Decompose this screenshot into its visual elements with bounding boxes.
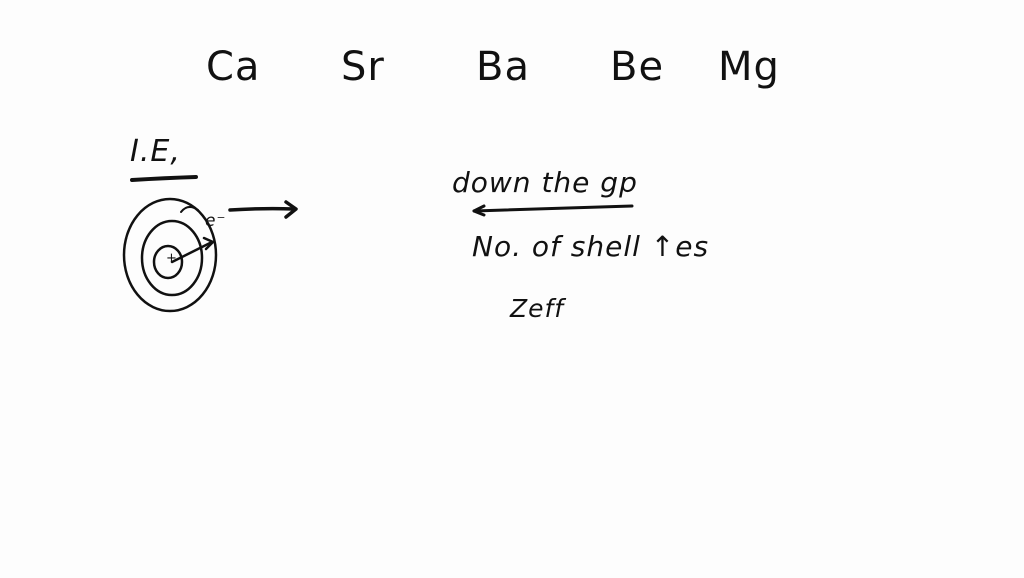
electron-label: e⁻ [205, 211, 227, 231]
zeff-note: Zeff [510, 294, 565, 323]
element-beryllium: Be [610, 44, 665, 90]
inner-shell [152, 244, 184, 280]
atom-diagram [122, 197, 218, 313]
element-barium: Ba [476, 44, 530, 90]
trend-underline [472, 204, 634, 213]
element-magnesium: Mg [718, 44, 780, 90]
trend-arrowhead [472, 204, 486, 217]
element-calcium: Ca [206, 44, 261, 90]
nucleus-label: + [166, 251, 178, 266]
shell-count-note: No. of shell ↑es [472, 230, 710, 263]
middle-shell [140, 219, 204, 297]
trend-note: down the gp [452, 166, 638, 199]
removal-arrowhead [284, 200, 298, 219]
ionization-energy-label: I.E, [130, 134, 181, 169]
removal-arrow [228, 206, 296, 212]
radius-arrow [170, 240, 214, 264]
electron-arc [180, 206, 199, 213]
element-strontium: Sr [341, 44, 385, 90]
ie-underline [130, 175, 198, 182]
outer-shell [122, 197, 218, 313]
radius-arrowhead [202, 236, 215, 251]
